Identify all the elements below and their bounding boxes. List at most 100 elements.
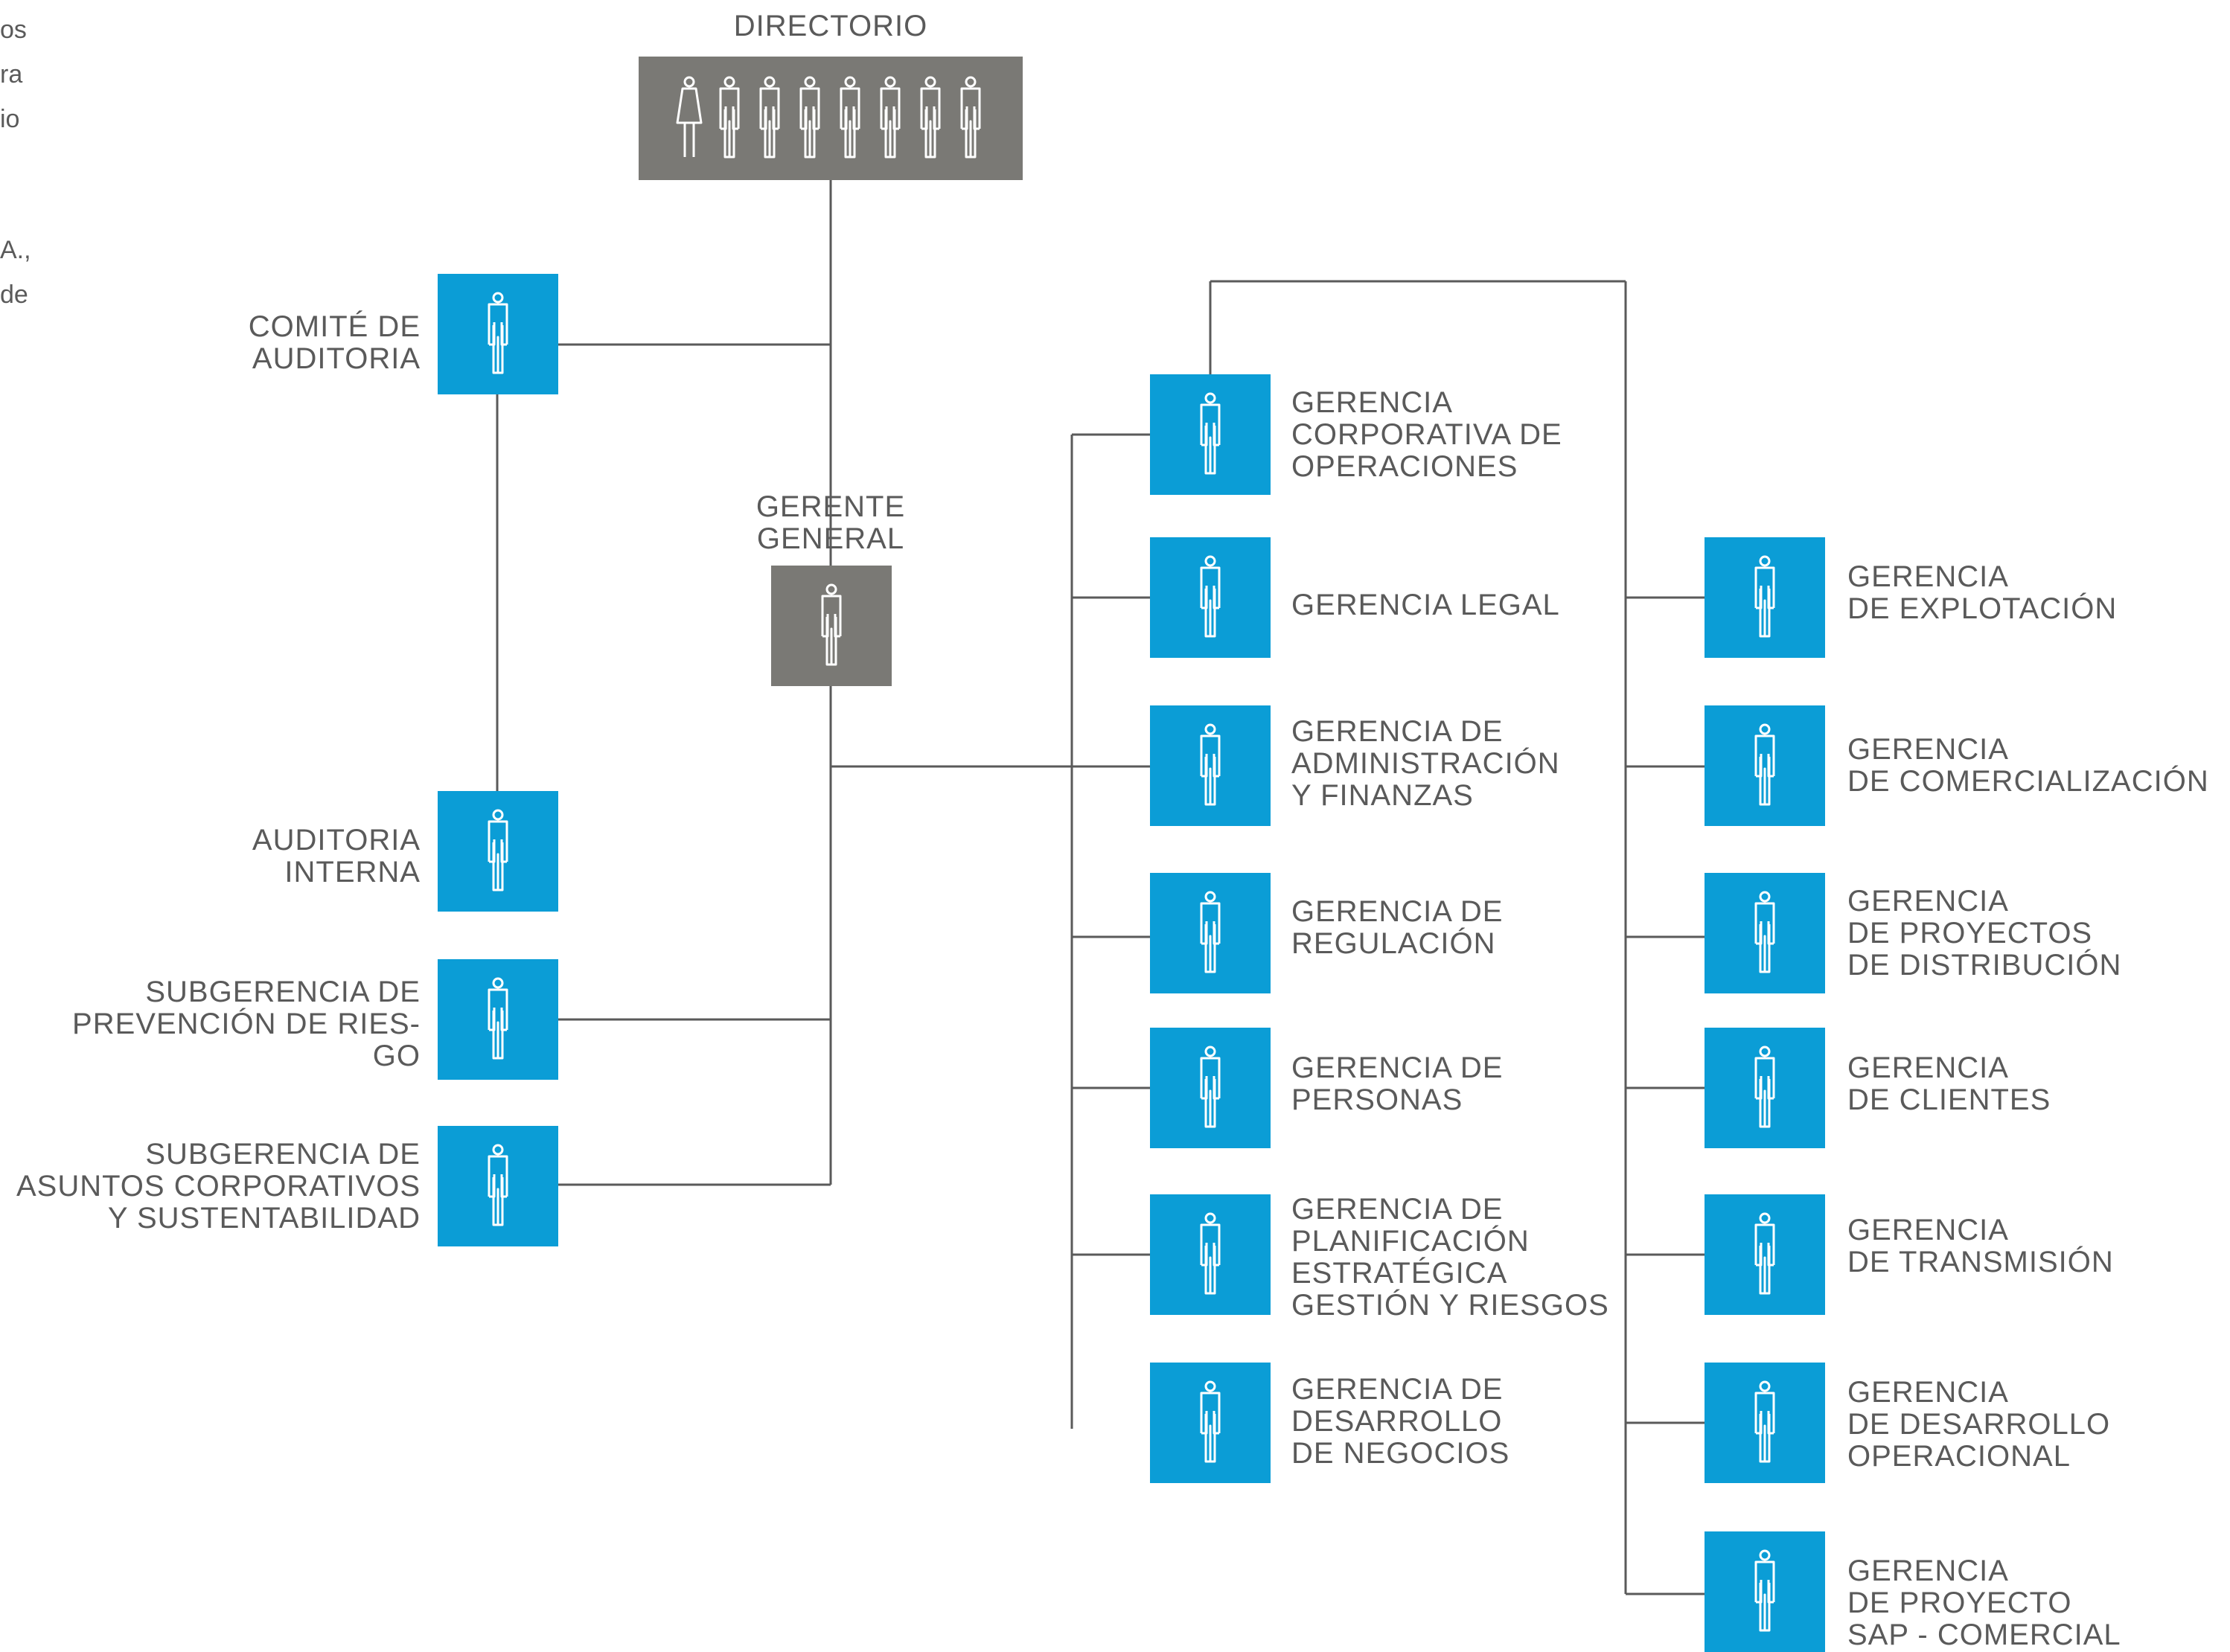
person-icon — [1200, 723, 1221, 806]
g-legal-label: GERENCIA LEGAL — [1291, 589, 1604, 621]
person-icon — [488, 1144, 508, 1226]
g-cli-box — [1705, 1028, 1825, 1148]
label-line: GENERAL — [756, 522, 905, 555]
label-line: GERENCIA — [1847, 1555, 2009, 1587]
label-line: DE PROYECTOS — [1847, 917, 2093, 950]
sub-riesgo-box — [438, 959, 558, 1080]
person-icon — [1754, 1380, 1775, 1463]
label-line: GERENCIA — [1847, 1051, 2009, 1084]
directorio-box — [639, 57, 1023, 180]
label-line: DE DESARROLLO — [1847, 1408, 2111, 1441]
side-text-fragment: os — [0, 16, 27, 44]
label-line: DE PROYECTO — [1847, 1587, 2072, 1619]
g-admin-box — [1150, 705, 1271, 826]
auditoria-box — [438, 791, 558, 912]
person-icon — [488, 809, 508, 891]
directorio-label: DIRECTORIO — [639, 10, 1023, 42]
label-line: GERENCIA — [1847, 733, 2009, 766]
label-line: ESTRATÉGICA — [1291, 1257, 1508, 1290]
g-corp-box — [1150, 374, 1271, 495]
person-icon — [488, 292, 508, 374]
person-icon — [1200, 1380, 1221, 1463]
side-text-fragment: de — [0, 281, 28, 309]
sub-asuntos-box — [438, 1126, 558, 1246]
label-line: DE DISTRIBUCIÓN — [1847, 949, 2122, 982]
label-line: Y SUSTENTABILIDAD — [107, 1202, 421, 1235]
label-line: PERSONAS — [1291, 1083, 1463, 1116]
label-line: GO — [372, 1040, 421, 1072]
person-icon — [1754, 891, 1775, 973]
person-icon — [1200, 1046, 1221, 1128]
person-icon — [1200, 555, 1221, 638]
g-desneg-box — [1150, 1363, 1271, 1483]
label-line: Y FINANZAS — [1291, 779, 1474, 812]
person-icon — [1200, 891, 1221, 973]
label-line: GERENCIA DE — [1291, 715, 1504, 748]
g-desop-box — [1705, 1363, 1825, 1483]
label-line: GERENCIA — [1291, 386, 1453, 419]
person-icon — [1200, 392, 1221, 475]
label-line: GERENCIA DE — [1291, 895, 1504, 928]
label-line: GERENCIA — [1847, 560, 2009, 593]
label-line: OPERACIONES — [1291, 450, 1518, 483]
label-line: REGULACIÓN — [1291, 927, 1496, 960]
label-line: GESTIÓN Y RIESGOS — [1291, 1289, 1609, 1322]
label-line: DE TRANSMISIÓN — [1847, 1246, 2114, 1278]
label-line: DIRECTORIO — [733, 10, 928, 42]
g-trans-box — [1705, 1194, 1825, 1315]
board-members-icon — [676, 76, 981, 159]
g-expl-box — [1705, 537, 1825, 658]
gerente-box — [771, 566, 892, 686]
label-line: CORPORATIVA DE — [1291, 418, 1562, 451]
side-text-fragment: A., — [0, 236, 31, 264]
label-line: GERENCIA — [1847, 1214, 2009, 1246]
person-icon — [1754, 1549, 1775, 1632]
label-line: ASUNTOS CORPORATIVOS — [16, 1170, 421, 1203]
label-line: SAP - COMERCIAL — [1847, 1619, 2121, 1651]
label-line: INTERNA — [284, 856, 421, 889]
label-line: SUBGERENCIA DE — [145, 1138, 421, 1171]
label-line: DE NEGOCIOS — [1291, 1437, 1510, 1470]
person-icon — [1754, 1212, 1775, 1295]
label-line: DE CLIENTES — [1847, 1083, 2051, 1116]
label-line: DE EXPLOTACIÓN — [1847, 592, 2118, 625]
g-legal-box — [1150, 537, 1271, 658]
person-icon — [1200, 1212, 1221, 1295]
label-line: DESARROLLO — [1291, 1405, 1503, 1438]
g-sap-box — [1705, 1531, 1825, 1652]
label-line: GERENTE — [755, 490, 906, 523]
person-icon — [1754, 723, 1775, 806]
label-line: AUDITORIA — [252, 342, 421, 375]
person-icon — [488, 977, 508, 1060]
label-line: GERENCIA LEGAL — [1291, 589, 1560, 621]
g-proy-box — [1705, 873, 1825, 993]
label-line: GERENCIA — [1847, 1376, 2009, 1409]
label-line: GERENCIA — [1847, 885, 2009, 918]
label-line: AUDITORIA — [252, 824, 421, 857]
person-icon — [1754, 555, 1775, 638]
g-reg-box — [1150, 873, 1271, 993]
label-line: COMITÉ DE — [248, 310, 421, 343]
person-icon — [1754, 1046, 1775, 1128]
label-line: DE COMERCIALIZACIÓN — [1847, 765, 2209, 798]
label-line: OPERACIONAL — [1847, 1440, 2071, 1473]
label-line: GERENCIA DE — [1291, 1373, 1504, 1406]
comite-box — [438, 274, 558, 394]
